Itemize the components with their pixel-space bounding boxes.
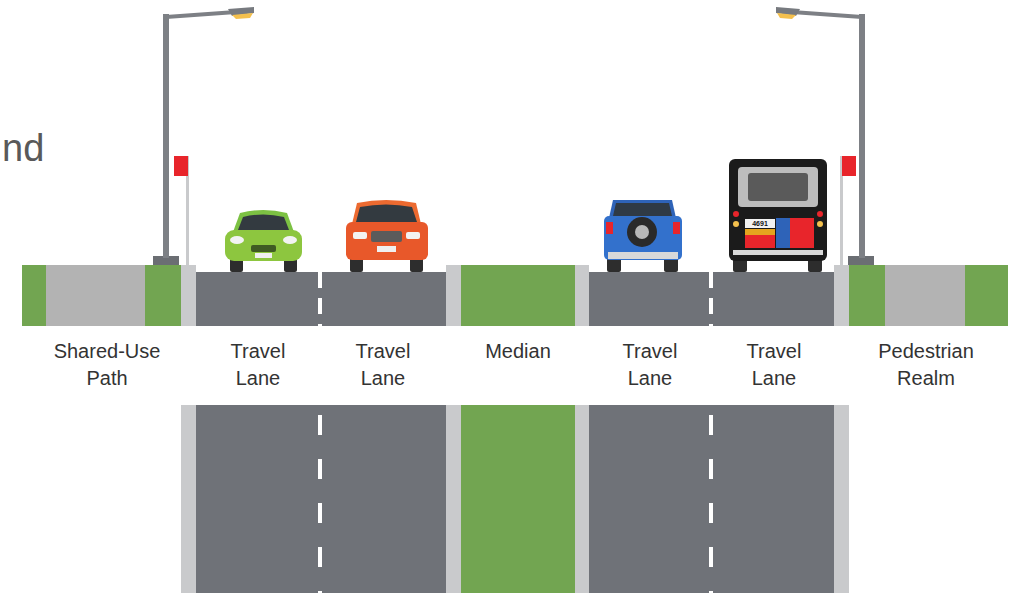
section-label: Travel Lane	[341, 338, 425, 392]
cut-off-heading: nd	[2, 126, 82, 170]
travel-lanes	[589, 405, 834, 593]
travel-lanes	[196, 272, 446, 326]
travel-lanes	[196, 405, 446, 593]
delineator-post	[174, 156, 189, 265]
plan-view	[181, 405, 849, 593]
bus-number: 4691	[745, 219, 775, 228]
lane-divider	[709, 272, 713, 326]
lane-divider	[318, 405, 322, 593]
travel-lanes	[589, 272, 834, 326]
lane-divider	[709, 405, 713, 593]
section-label: Travel Lane	[608, 338, 692, 392]
planting-strip	[849, 265, 885, 326]
curb	[446, 405, 461, 593]
median-strip	[461, 405, 575, 593]
section-label: Shared-Use Path	[47, 338, 167, 392]
median-strip	[461, 265, 575, 326]
transit-bus	[729, 159, 827, 272]
cross-section-bands	[22, 265, 1008, 326]
section-label: Travel Lane	[216, 338, 300, 392]
blue-suv	[604, 200, 682, 272]
section-label: Pedestrian Realm	[866, 338, 986, 392]
curb	[575, 265, 589, 326]
curb	[181, 405, 196, 593]
curb	[834, 405, 849, 593]
curb	[446, 265, 461, 326]
orange-car	[346, 200, 428, 272]
section-label: Median	[463, 338, 573, 365]
curb	[575, 405, 589, 593]
planting-strip	[965, 265, 1008, 326]
sidewalk	[885, 265, 965, 326]
curb	[181, 265, 196, 326]
section-label: Travel Lane	[732, 338, 816, 392]
curb	[834, 265, 849, 326]
planting-strip	[22, 265, 46, 326]
delineator-post	[840, 156, 856, 265]
planting-strip	[145, 265, 181, 326]
green-car	[225, 210, 302, 272]
lane-divider	[318, 272, 322, 326]
shared-use-path	[46, 265, 145, 326]
